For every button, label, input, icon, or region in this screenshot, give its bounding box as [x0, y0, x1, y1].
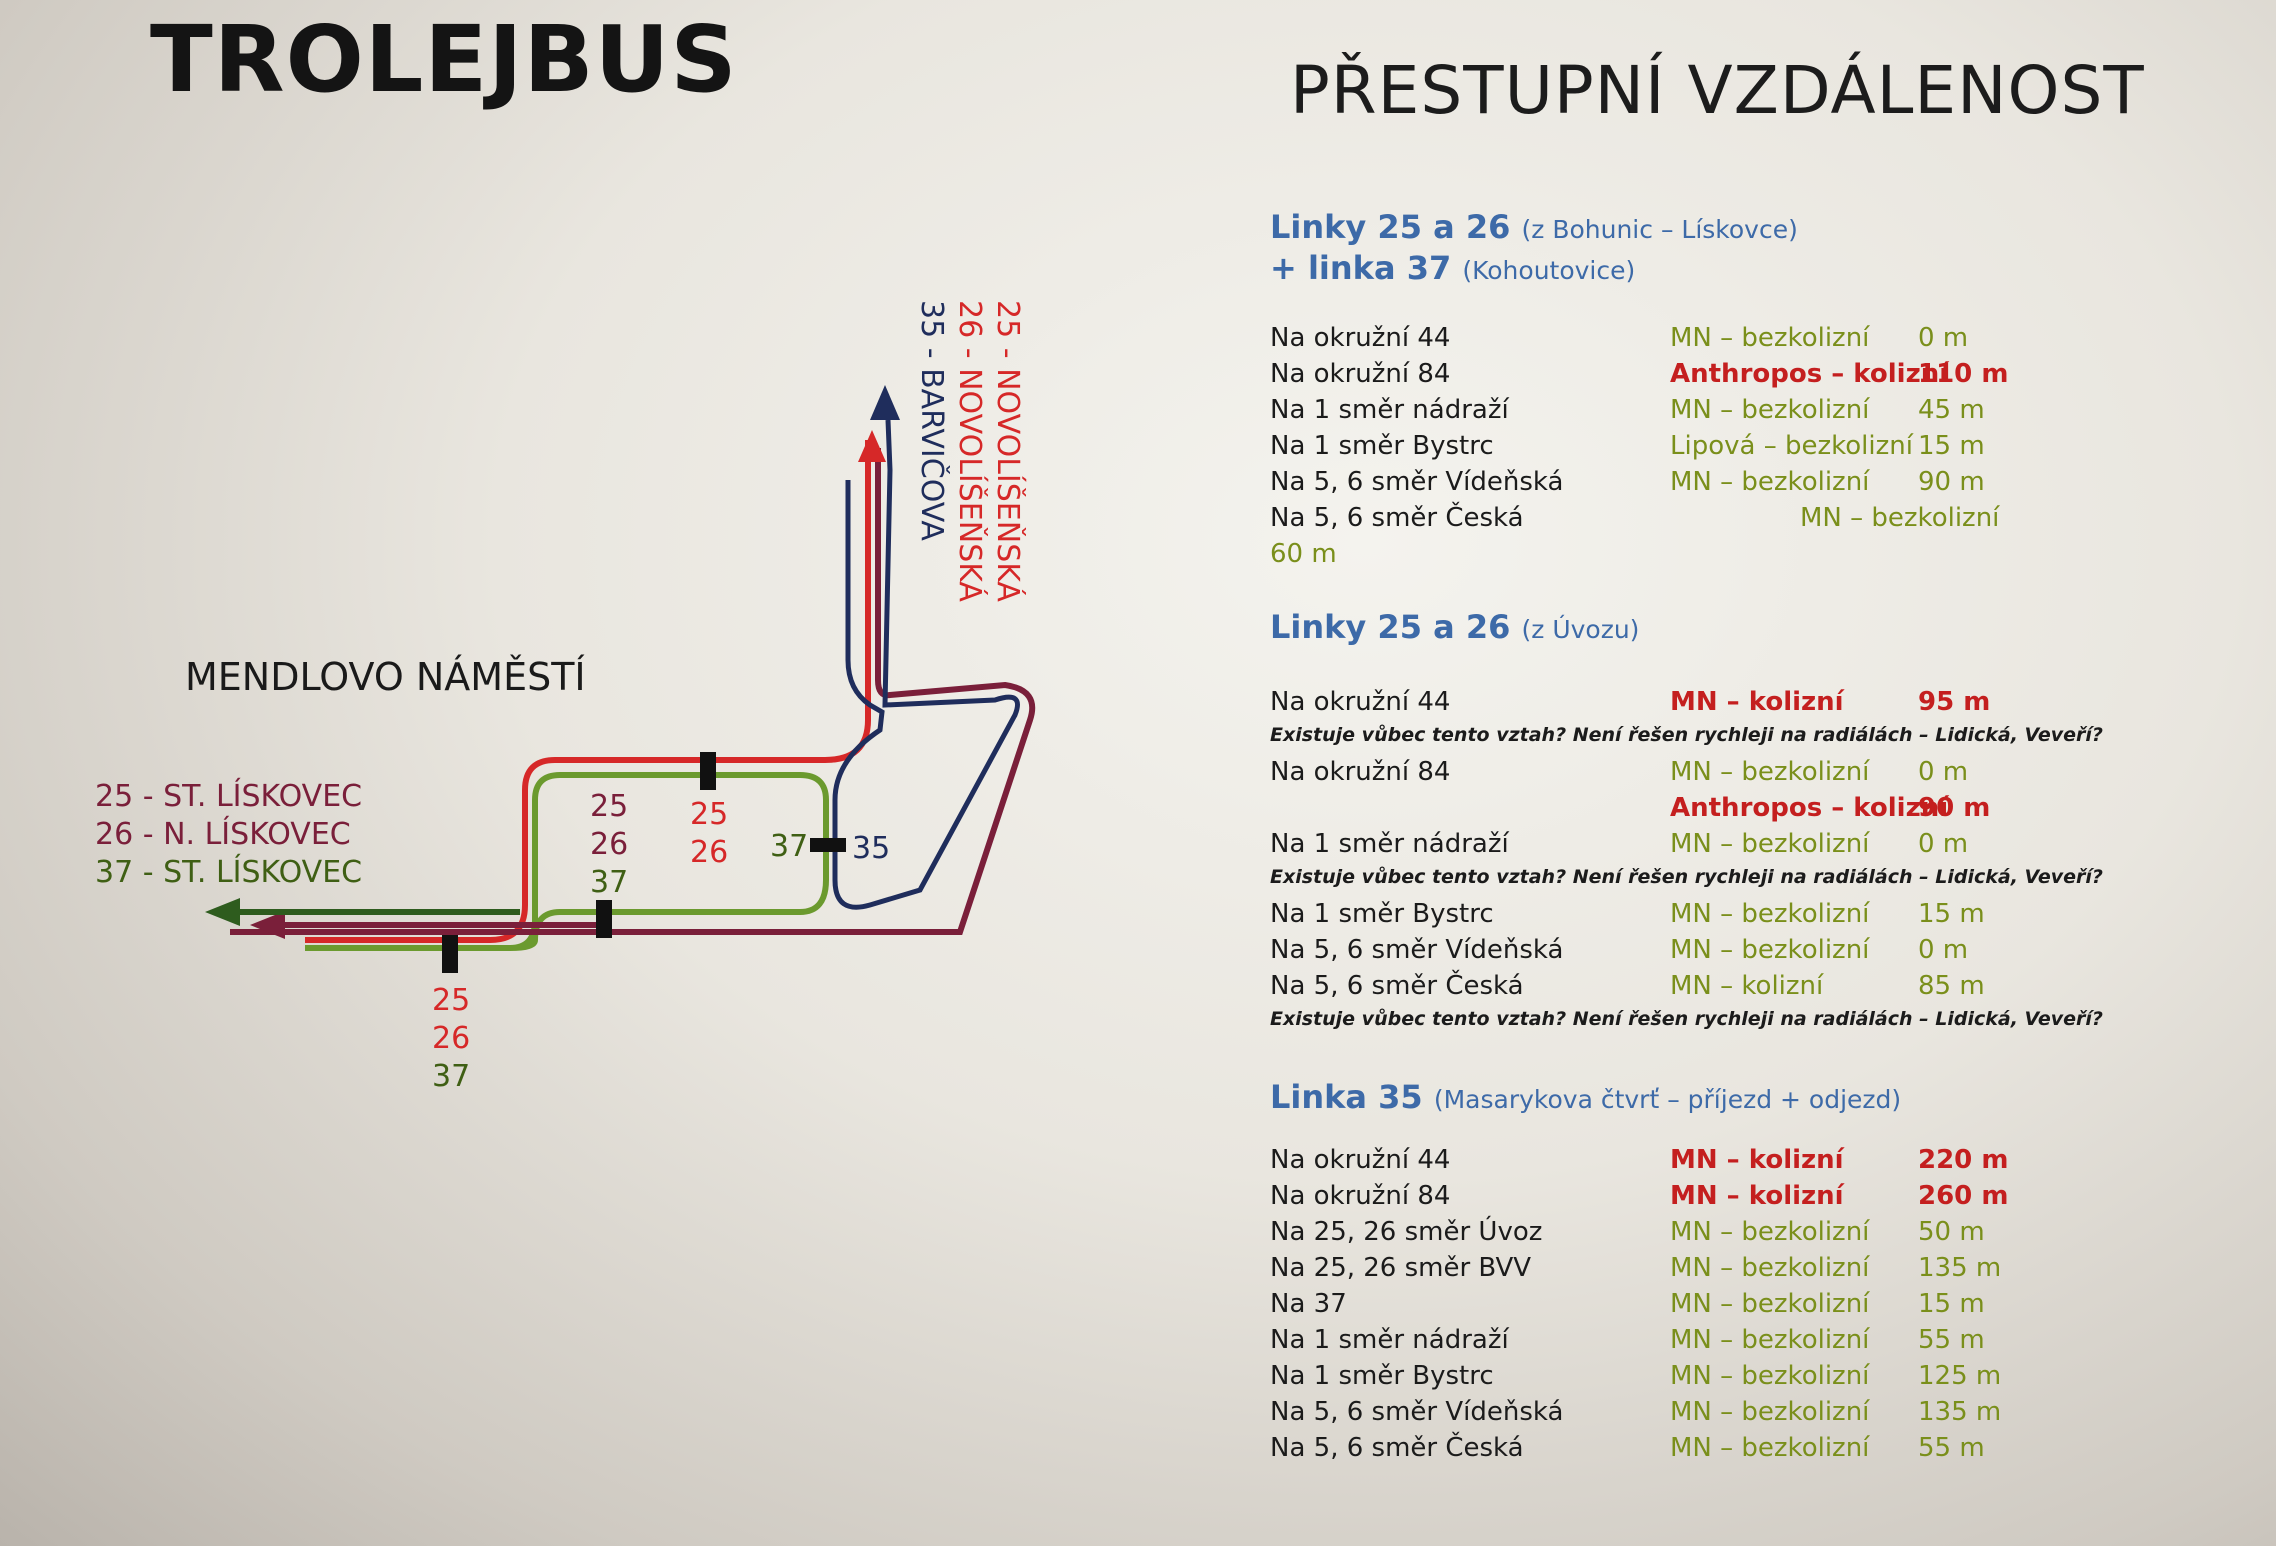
- section-title: Linka 35 (Masarykova čtvrť – příjezd + o…: [1270, 1078, 2030, 1119]
- table-row: Na okružní 84 MN – bezkolizní 0 m: [1270, 757, 1969, 787]
- table-row: Na 1 směr nádraží MN – bezkolizní 45 m: [1270, 395, 1985, 425]
- arrow-left-maroon: [250, 911, 285, 939]
- table-row: Na 5, 6 směr Česká MN – kolizní 85 m: [1270, 971, 1985, 1001]
- stop-marker-middle: [596, 900, 612, 938]
- middle-stop-label-25: 25: [590, 789, 628, 824]
- transfer-panel: Linky 25 a 26 (z Bohunic – Lískovce) + l…: [1270, 208, 2103, 1508]
- arrow-left-green: [205, 898, 240, 926]
- top-destination-35: 35 - BARVIČOVA: [914, 300, 951, 541]
- table-row: Na okružní 84 MN – kolizní 260 m: [1270, 1181, 2009, 1211]
- table-row: Na 1 směr Bystrc Lipová – bezkolizní 15 …: [1270, 431, 1985, 461]
- left-destination-26: 26 - N. LÍSKOVEC: [95, 816, 351, 852]
- section-lines-25-26-bohunice: Linky 25 a 26 (z Bohunic – Lískovce) + l…: [1270, 208, 2030, 569]
- table-row: Na 1 směr nádraží MN – bezkolizní 0 m: [1270, 829, 1969, 859]
- section-title-line2: + linka 37 (Kohoutovice): [1270, 249, 2030, 290]
- note: Existuje vůbec tento vztah? Není řešen r…: [1270, 866, 2103, 888]
- square-name: MENDLOVO NÁMĚSTÍ: [185, 655, 586, 699]
- table-row: Na 5, 6 směr Vídeňská MN – bezkolizní 0 …: [1270, 935, 1969, 965]
- table-row: Na 37 MN – bezkolizní 15 m: [1270, 1289, 1985, 1319]
- right-stop-label-37: 37: [770, 829, 808, 864]
- top-stop-label-26: 26: [690, 835, 728, 870]
- middle-stop-label-37: 37: [590, 865, 628, 900]
- table-row: Na 5, 6 směr Česká MN – bezkolizní 55 m: [1270, 1433, 1985, 1463]
- page-title: TROLEJBUS: [150, 6, 738, 113]
- section-subtitle: (z Úvozu): [1521, 615, 1640, 644]
- table-row: Na 5, 6 směr Vídeňská MN – bezkolizní 90…: [1270, 467, 1985, 497]
- note: Existuje vůbec tento vztah? Není řešen r…: [1270, 1008, 2103, 1030]
- stop-marker-top: [700, 752, 716, 790]
- section-title-main: Linky 25 a 26: [1270, 208, 1511, 246]
- middle-stop-label-26: 26: [590, 827, 628, 862]
- arrow-up-red: [858, 430, 886, 462]
- table-row: Na 25, 26 směr Úvoz MN – bezkolizní 50 m: [1270, 1217, 1985, 1247]
- table-row: Anthropos – kolizní 90 m: [1670, 793, 1991, 823]
- table-row: Na okružní 84 Anthropos – kolizní 110 m: [1270, 359, 2009, 389]
- stop-marker-left: [442, 935, 458, 973]
- table-row: Na okružní 44 MN – bezkolizní 0 m: [1270, 323, 1969, 353]
- table-row: Na 1 směr Bystrc MN – bezkolizní 15 m: [1270, 899, 1985, 929]
- left-stop-label-37: 37: [432, 1059, 470, 1094]
- section-subtitle: (Masarykova čtvrť – příjezd + odjezd): [1433, 1085, 1902, 1114]
- section-title: Linky 25 a 26 (z Bohunic – Lískovce): [1270, 208, 2030, 249]
- table-row: Na 25, 26 směr BVV MN – bezkolizní 135 m: [1270, 1253, 2002, 1283]
- top-destination-26: 26 - NOVOLÍŠEŇSKÁ: [952, 300, 989, 602]
- table-row: Na 5, 6 směr Vídeňská MN – bezkolizní 13…: [1270, 1397, 2002, 1427]
- section-title: Linky 25 a 26 (z Úvozu): [1270, 608, 2030, 649]
- table-row: Na 1 směr nádraží MN – bezkolizní 55 m: [1270, 1325, 1985, 1355]
- left-destination-37: 37 - ST. LÍSKOVEC: [95, 854, 362, 890]
- left-stop-label-25: 25: [432, 983, 470, 1018]
- section-lines-25-26-uvoz: Linky 25 a 26 (z Úvozu) Na okružní 44 MN…: [1270, 608, 2103, 1030]
- stop-marker-right: [810, 838, 846, 852]
- arrow-up-navy: [870, 385, 900, 420]
- top-stop-label-25: 25: [690, 797, 728, 832]
- section-line-35: Linka 35 (Masarykova čtvrť – příjezd + o…: [1270, 1078, 2030, 1463]
- left-destination-25: 25 - ST. LÍSKOVEC: [95, 778, 362, 814]
- table-row: Na 1 směr Bystrc MN – bezkolizní 125 m: [1270, 1361, 2002, 1391]
- right-stop-label-35: 35: [852, 831, 890, 866]
- note: Existuje vůbec tento vztah? Není řešen r…: [1270, 724, 2103, 746]
- section-subtitle: (z Bohunic – Lískovce): [1521, 215, 1798, 244]
- line-37-green: [305, 772, 829, 951]
- table-row: Na okružní 44 MN – kolizní 95 m: [1270, 687, 1991, 717]
- section-title-main: Linka 35: [1270, 1078, 1423, 1116]
- section-title-main: Linky 25 a 26: [1270, 608, 1511, 646]
- transfer-distance-title: PŘESTUPNÍ VZDÁLENOST: [1290, 52, 2145, 129]
- top-destination-25: 25 - NOVOLÍŠEŇSKÁ: [990, 300, 1027, 602]
- table-row: Na 5, 6 směr Česká MN – bezkolizní: [1270, 503, 2000, 533]
- table-row-wrap: 60 m: [1270, 539, 1337, 569]
- section-title-main-2: + linka 37: [1270, 249, 1452, 287]
- route-diagram: MENDLOVO NÁMĚSTÍ 25 - ST. LÍSKOVEC 26 - …: [95, 300, 1036, 1094]
- line-26-maroon: [230, 448, 1036, 935]
- table-row: Na okružní 44 MN – kolizní 220 m: [1270, 1145, 2009, 1175]
- section-subtitle-2: (Kohoutovice): [1462, 256, 1636, 285]
- left-stop-label-26: 26: [432, 1021, 470, 1056]
